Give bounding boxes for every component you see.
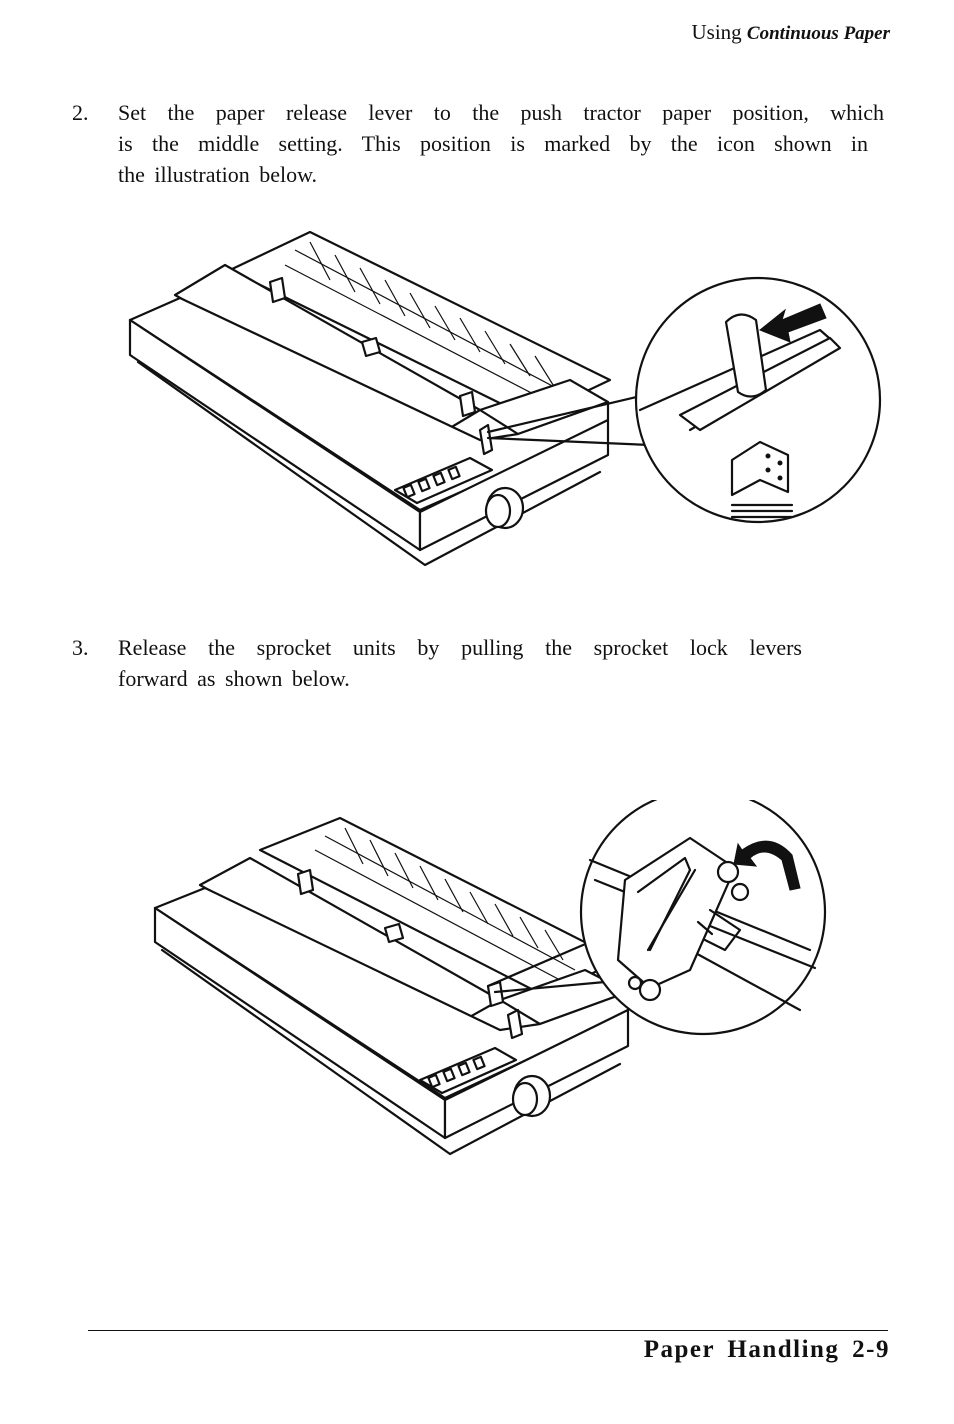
step-3-line-1: Release the sprocket units by pulling th… bbox=[118, 635, 802, 660]
sprocket-inset-detail bbox=[579, 800, 827, 1036]
push-tractor-icon bbox=[730, 440, 794, 519]
step-2-line-3: the illustration below. bbox=[118, 162, 318, 187]
footer-rule bbox=[88, 1330, 888, 1331]
printer-illustration-2 bbox=[153, 816, 630, 1156]
step-2-text: Set the paper release lever to the push … bbox=[118, 97, 884, 190]
step-2-line-2: is the middle setting. This position is … bbox=[118, 131, 868, 156]
running-head-section: Continuous Paper bbox=[746, 23, 890, 44]
step-3-text: Release the sprocket units by pulling th… bbox=[118, 632, 802, 694]
step-2-number: 2. bbox=[72, 100, 89, 125]
footer-label: Paper Handling 2-9 bbox=[643, 1336, 890, 1363]
step-2-line-1: Set the paper release lever to the push … bbox=[118, 100, 884, 125]
figure-sprocket-lock-lever bbox=[153, 800, 827, 1156]
figure-paper-release-lever bbox=[128, 230, 882, 567]
running-head: Using Continuous Paper bbox=[691, 20, 890, 45]
printer-illustration-1 bbox=[128, 230, 612, 567]
step-3-number: 3. bbox=[72, 635, 89, 660]
step-3-line-2: forward as shown below. bbox=[118, 666, 350, 691]
running-head-prefix: Using bbox=[691, 20, 742, 44]
lever-inset-detail bbox=[634, 276, 882, 524]
